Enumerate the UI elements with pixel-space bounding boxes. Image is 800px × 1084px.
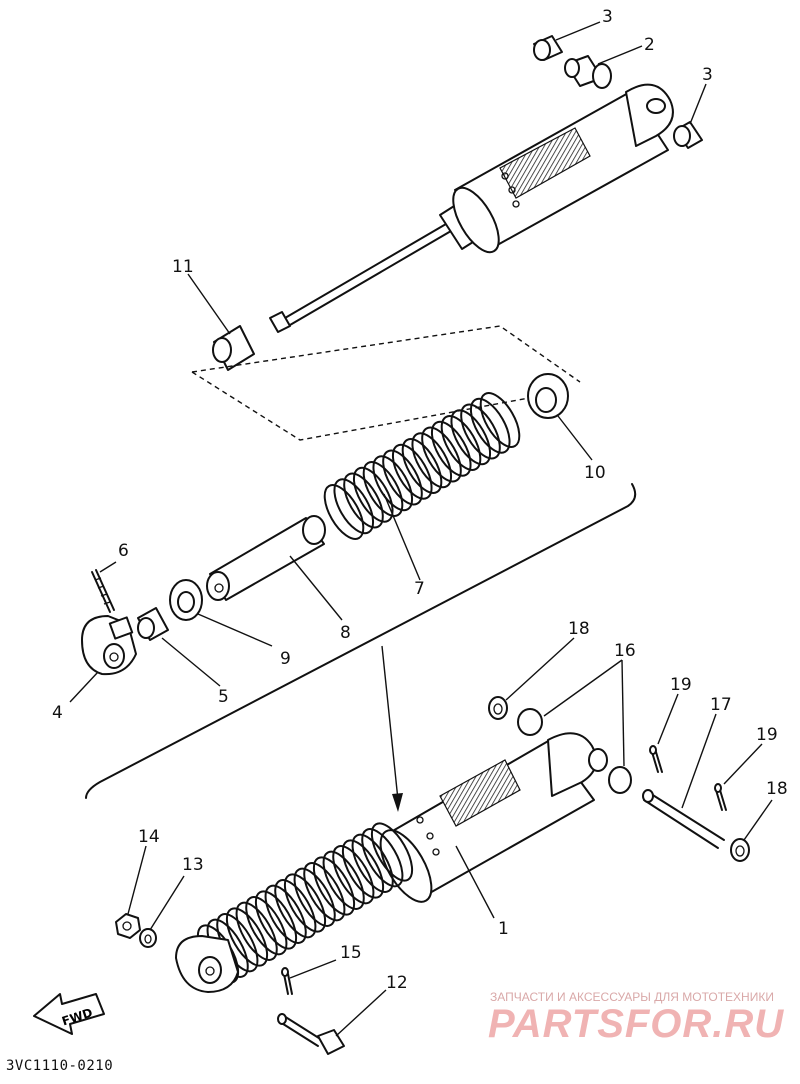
spring-coil bbox=[401, 438, 443, 494]
spring-coil bbox=[303, 862, 346, 922]
callout-3-right: 3 bbox=[702, 65, 713, 85]
callout-12: 12 bbox=[386, 973, 408, 993]
spring-coil bbox=[352, 466, 394, 523]
callout-14: 14 bbox=[138, 827, 160, 847]
watermark-logo: PARTSFOR.RU bbox=[488, 1002, 785, 1046]
spring-coil bbox=[440, 415, 482, 471]
bushing-upper bbox=[533, 35, 563, 61]
callout-16: 16 bbox=[614, 641, 636, 661]
watermark-tagline: ЗАПЧАСТИ И АКСЕССУАРЫ ДЛЯ МОТОТЕХНИКИ bbox=[490, 990, 774, 1004]
group-bracket bbox=[85, 483, 637, 799]
spring-coil bbox=[333, 478, 375, 535]
spring-coil bbox=[391, 443, 433, 500]
washer bbox=[169, 579, 203, 621]
spring-coil bbox=[283, 873, 327, 933]
collar-16 bbox=[517, 708, 632, 794]
spring-coil bbox=[361, 828, 404, 888]
spring-coil bbox=[430, 420, 472, 477]
spring-coil bbox=[450, 409, 492, 466]
bolt-12 bbox=[277, 1013, 345, 1055]
spring-seat bbox=[527, 373, 569, 419]
collar-bolt bbox=[564, 55, 612, 89]
washer-13 bbox=[139, 928, 157, 948]
callout-11: 11 bbox=[172, 257, 194, 277]
bump-rubber bbox=[212, 325, 255, 371]
fwd-direction-arrow: FWD bbox=[33, 993, 105, 1035]
spring-coil bbox=[362, 461, 404, 517]
callout-2: 2 bbox=[644, 35, 655, 55]
bushing-right bbox=[673, 121, 703, 149]
callout-9: 9 bbox=[280, 649, 291, 669]
drawing-code: 3VC1110-0210 bbox=[6, 1058, 114, 1074]
cotter-pin-right bbox=[714, 783, 727, 811]
damper-assembly-top bbox=[269, 83, 674, 333]
washer-18-right bbox=[730, 838, 750, 862]
lower-eye bbox=[81, 615, 137, 676]
callout-7: 7 bbox=[414, 579, 425, 599]
callout-6: 6 bbox=[118, 541, 129, 561]
spring-coil bbox=[254, 890, 298, 950]
spring-coil bbox=[372, 455, 414, 512]
nut-14 bbox=[115, 913, 141, 939]
callout-10: 10 bbox=[584, 463, 606, 483]
assembly-dashed-frame bbox=[191, 325, 581, 441]
spring-coil bbox=[322, 850, 365, 910]
callout-19-right: 19 bbox=[756, 725, 778, 745]
leader-lines bbox=[69, 21, 773, 1037]
spring-coil bbox=[235, 901, 278, 961]
spring-coil bbox=[382, 449, 423, 506]
screw bbox=[91, 569, 115, 613]
spring-coil bbox=[460, 403, 501, 460]
callout-4: 4 bbox=[52, 703, 63, 723]
spring-coil bbox=[469, 397, 511, 454]
callout-17: 17 bbox=[710, 695, 732, 715]
spring-coil bbox=[411, 432, 453, 489]
spring-sleeve bbox=[206, 515, 326, 601]
washer-18-upper bbox=[488, 696, 508, 720]
spring-coil bbox=[225, 907, 269, 967]
coil-spring bbox=[323, 392, 521, 540]
spring-coil bbox=[245, 896, 288, 956]
callout-18-right: 18 bbox=[766, 779, 788, 799]
spring-coil bbox=[264, 884, 307, 944]
spring-coil bbox=[312, 856, 356, 916]
spring-coil bbox=[351, 833, 394, 893]
callout-13: 13 bbox=[182, 855, 204, 875]
spring-coil bbox=[479, 392, 521, 448]
callout-15: 15 bbox=[340, 943, 362, 963]
spring-coil bbox=[332, 845, 375, 905]
cotter-pin-left bbox=[649, 745, 663, 773]
callout-3-top: 3 bbox=[602, 7, 613, 27]
callout-18-upper: 18 bbox=[568, 619, 590, 639]
callout-8: 8 bbox=[340, 623, 351, 643]
bush bbox=[137, 607, 169, 641]
spring-coil bbox=[343, 472, 384, 529]
callout-5: 5 bbox=[218, 687, 229, 707]
cotter-pin-15 bbox=[281, 967, 293, 995]
shock-absorber-assembled bbox=[175, 732, 608, 993]
spring-coil bbox=[293, 867, 336, 927]
callout-1: 1 bbox=[498, 919, 509, 939]
pin-17 bbox=[642, 789, 725, 849]
spring-coil bbox=[421, 426, 462, 483]
assembly-arrow bbox=[381, 645, 403, 812]
spring-coil bbox=[370, 822, 414, 882]
callout-19-left: 19 bbox=[670, 675, 692, 695]
spring-coil bbox=[323, 484, 365, 540]
spring-coil bbox=[341, 839, 385, 899]
spring-coil bbox=[274, 879, 317, 939]
